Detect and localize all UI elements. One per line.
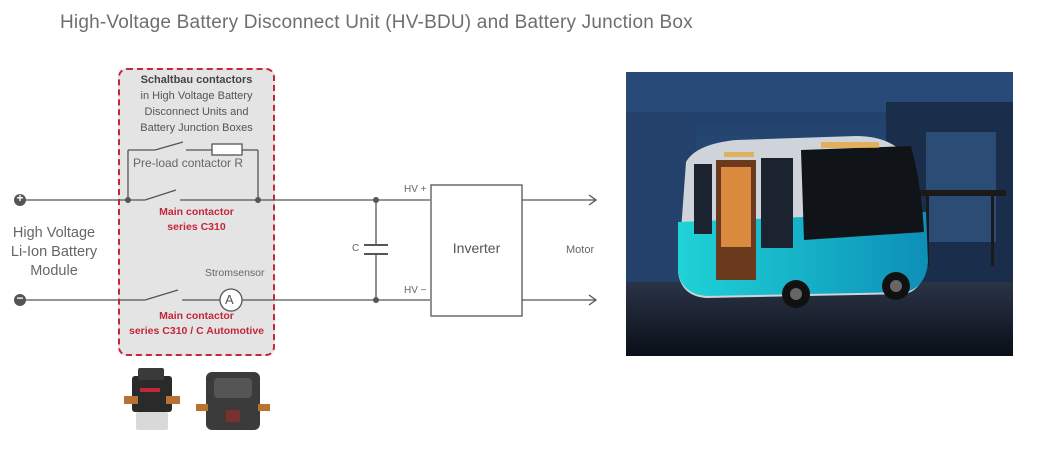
preload-contactor-label: Pre-load contactor R	[133, 156, 244, 170]
main-contactor-bottom-line-1: Main contactor	[159, 310, 234, 322]
plus-terminal-icon	[14, 194, 26, 206]
battery-module-line-1: High Voltage	[12, 225, 96, 241]
preload-contactor-switch	[154, 141, 184, 151]
main-contactor-top-switch	[144, 189, 177, 201]
minus-symbol: −	[16, 291, 24, 305]
main-contactor-bottom-switch	[144, 289, 179, 301]
minus-terminal-icon	[14, 294, 26, 306]
plus-symbol: +	[16, 191, 24, 205]
contactor-box-line-1: in High Voltage Battery	[140, 90, 253, 102]
c-automotive-contactor-image	[196, 372, 270, 430]
contactor-box-line-2: Disconnect Units and	[144, 106, 249, 118]
main-contactor-bottom-label: Main contactor series C310 / C Automotiv…	[118, 309, 275, 339]
main-contactor-bottom-line-2: series C310 / C Automotive	[129, 325, 264, 337]
c310-contactor-image	[124, 368, 180, 430]
main-contactor-top-line-2: series C310	[167, 221, 226, 233]
hv-minus-label: HV −	[404, 285, 427, 296]
motor-label: Motor	[566, 244, 595, 256]
main-contactor-top-line-1: Main contactor	[159, 206, 234, 218]
inverter-label: Inverter	[452, 240, 501, 256]
main-contactor-top-label: Main contactor series C310	[118, 205, 275, 235]
contactor-box-title: Schaltbau contactors	[140, 74, 253, 86]
autonomous-bus-photo	[626, 72, 1013, 356]
inverter-block	[430, 184, 523, 317]
contactor-box-line-3: Battery Junction Boxes	[140, 122, 253, 134]
stromsensor-label: Stromsensor	[205, 267, 265, 279]
hv-plus-label: HV +	[404, 184, 427, 195]
contactor-box-heading: Schaltbau contactors in High Voltage Bat…	[118, 72, 275, 136]
capacitor-label: C	[352, 243, 360, 254]
battery-module-label: High Voltage Li-Ion Battery Module	[4, 224, 104, 281]
battery-module-line-2: Li-Ion Battery	[10, 244, 98, 260]
battery-module-line-3: Module	[30, 263, 78, 279]
ammeter-label: A	[225, 292, 234, 307]
page-title: High-Voltage Battery Disconnect Unit (HV…	[60, 12, 693, 33]
schaltbau-contactor-box	[118, 68, 275, 356]
preload-resistor	[211, 143, 243, 156]
